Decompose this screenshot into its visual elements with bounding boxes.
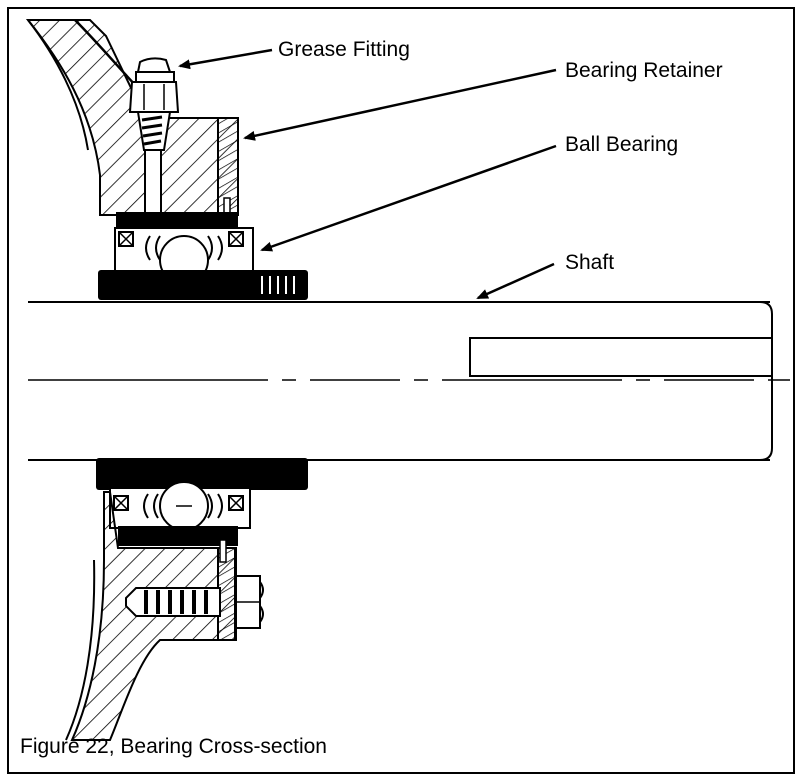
figure-caption: Figure 22, Bearing Cross-section	[20, 735, 327, 758]
grease-fitting-arrow	[178, 48, 273, 70]
retainer-bolt	[125, 575, 264, 629]
grease-passage	[144, 149, 162, 219]
ball-bearing-upper	[98, 212, 308, 300]
grease-fitting	[128, 57, 180, 151]
ball-bearing-lower	[96, 458, 308, 546]
ball-bearing-arrow	[260, 144, 557, 252]
bearing-retainer-upper	[217, 117, 239, 223]
grease-fitting-label: Grease Fitting	[278, 38, 410, 61]
leader-arrows	[178, 48, 557, 300]
bearing-retainer-arrow	[243, 68, 557, 141]
bearing-retainer-label: Bearing Retainer	[565, 59, 723, 82]
ball-bearing-label: Ball Bearing	[565, 133, 679, 156]
shaft-label: Shaft	[565, 251, 615, 274]
shaft	[28, 301, 790, 461]
shaft-arrow	[476, 262, 555, 300]
upper-housing	[25, 19, 239, 216]
